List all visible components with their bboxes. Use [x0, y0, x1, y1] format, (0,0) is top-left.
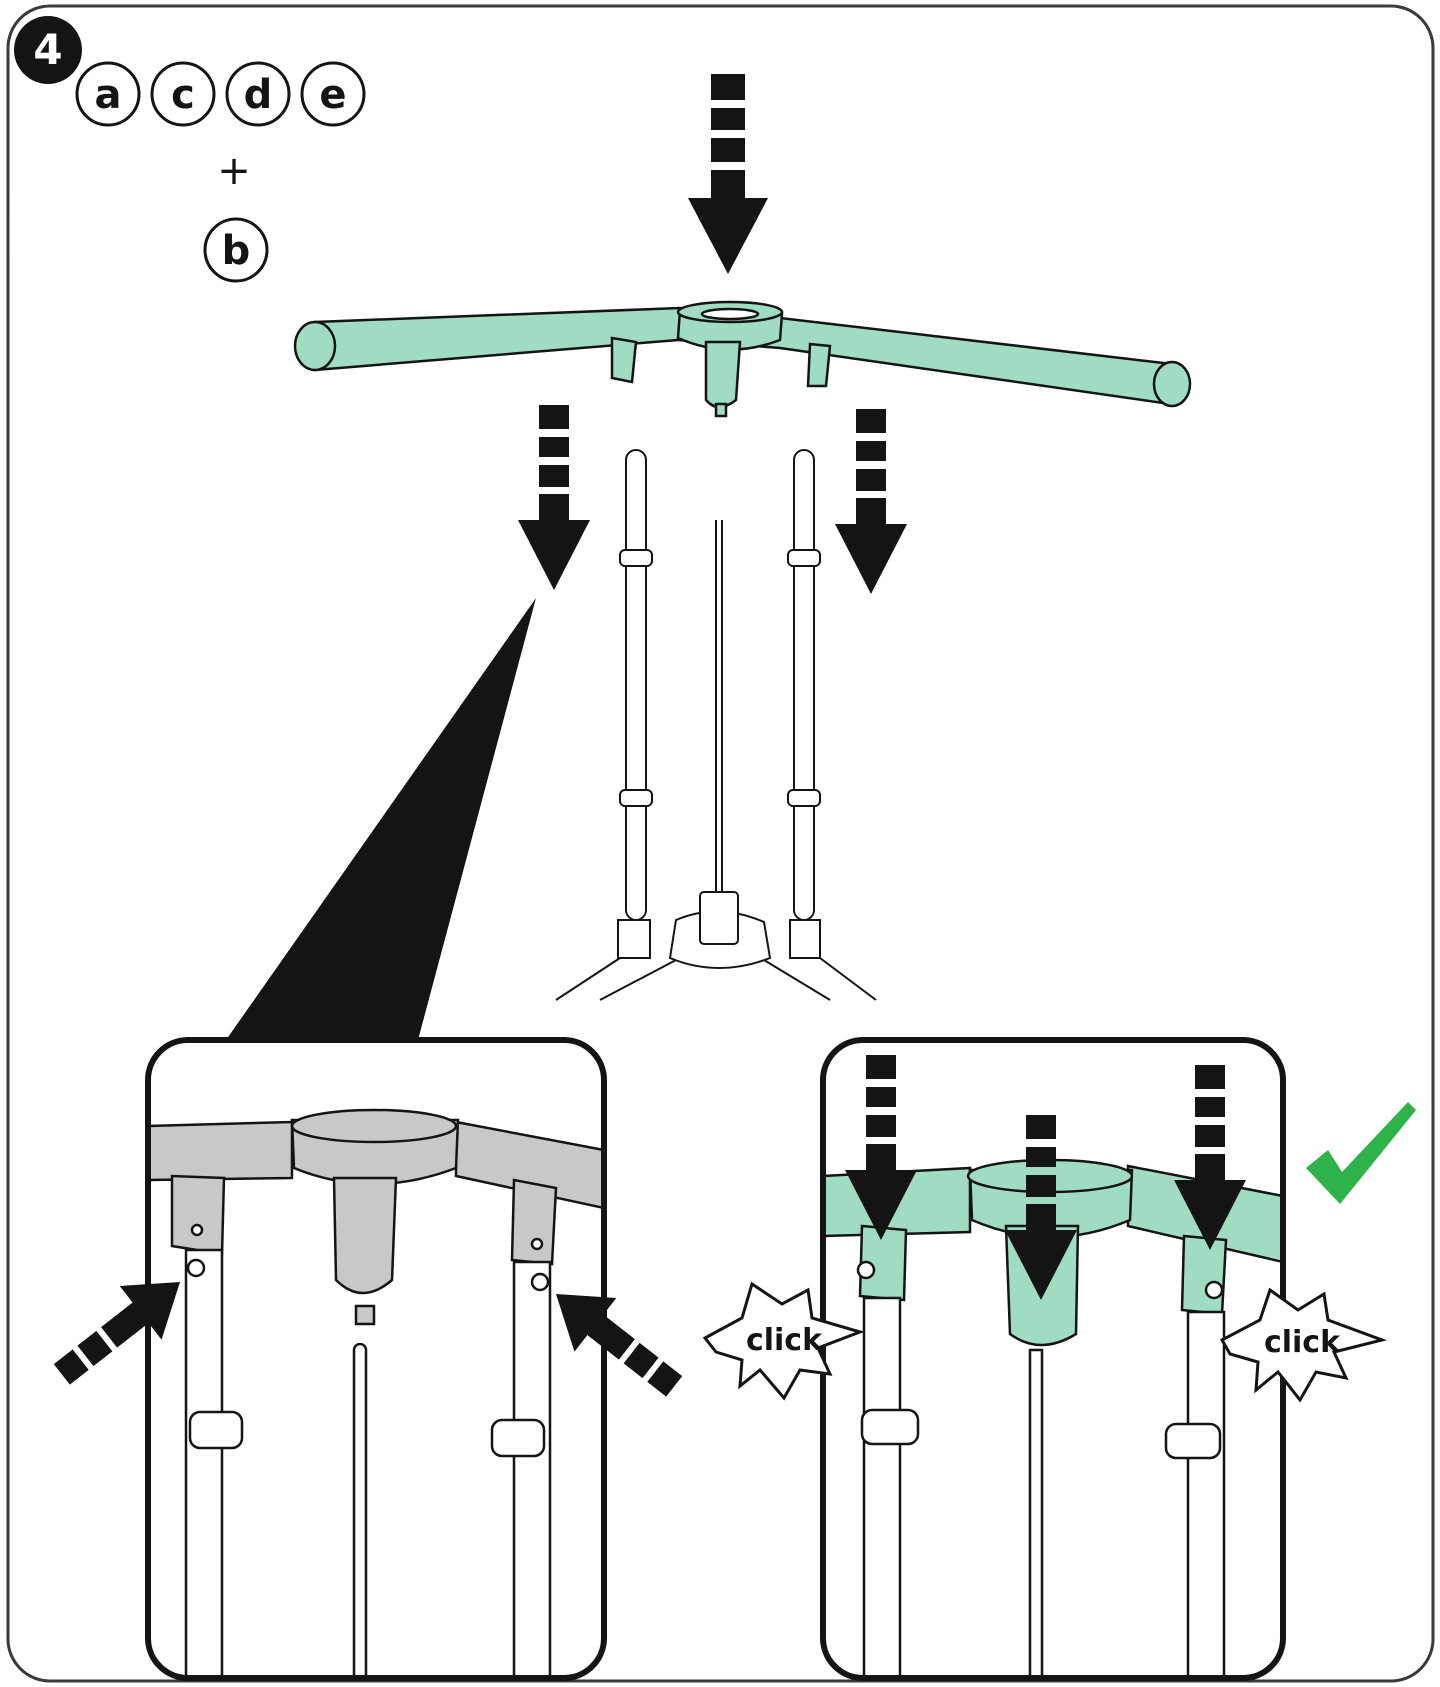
handlebar-part — [293, 300, 1192, 418]
part-letter-b: b — [222, 228, 251, 274]
part-letter-e: e — [319, 72, 346, 118]
click-burst-left: click — [702, 1281, 865, 1401]
part-circle-e — [300, 61, 366, 127]
part-letter-c: c — [171, 72, 195, 118]
part-circle-c — [150, 61, 216, 127]
step-badge: 4 — [14, 16, 82, 84]
click-label-left: click — [746, 1323, 823, 1358]
part-circle-d — [225, 61, 291, 127]
zoom-callout — [226, 598, 536, 1040]
base-frame — [555, 449, 877, 1001]
starburst-icon — [702, 1281, 865, 1401]
plus-sign: + — [217, 148, 251, 194]
click-burst-right: click — [1219, 1287, 1388, 1403]
detail-panel-left — [145, 1037, 607, 1681]
part-circle-a — [75, 61, 141, 127]
part-circle-b — [203, 217, 269, 283]
part-labels — [75, 61, 366, 283]
part-letter-d: d — [244, 72, 273, 118]
checkmark-icon — [1306, 1102, 1416, 1204]
step-number: 4 — [33, 25, 62, 74]
starburst-icon — [1219, 1287, 1388, 1403]
part-letter-a: a — [95, 72, 122, 118]
click-label-right: click — [1264, 1325, 1341, 1360]
